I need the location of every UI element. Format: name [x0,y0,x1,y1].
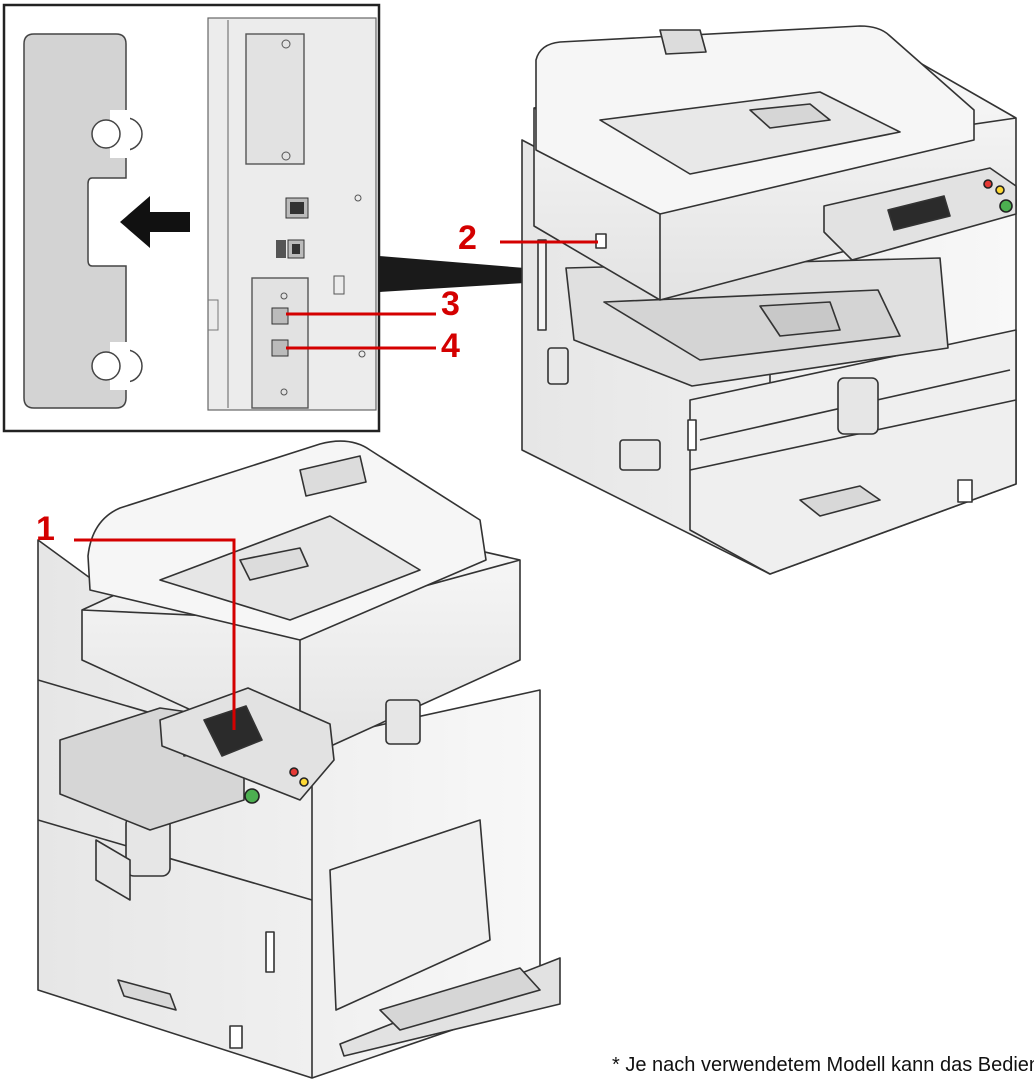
zoom-connector [379,256,525,292]
callout-2: 2 [458,219,477,257]
option-slot-2 [245,33,305,165]
printer-top-view [521,25,1017,575]
callout-3: 3 [441,285,460,323]
callout-4: 4 [441,327,460,365]
callout-1: 1 [36,510,55,548]
printer-front-view [37,440,561,1079]
tel-port [271,339,289,357]
panel-screen-b [203,705,263,757]
leader-line-1 [74,538,236,730]
removal-arrow-icon [120,196,190,248]
inset-detail [2,3,525,433]
panel-screen-a [887,195,951,231]
line-port [271,307,289,325]
usb-port [276,240,286,258]
footnote: * Je nach verwendetem Modell kann das Be… [612,1054,1034,1076]
